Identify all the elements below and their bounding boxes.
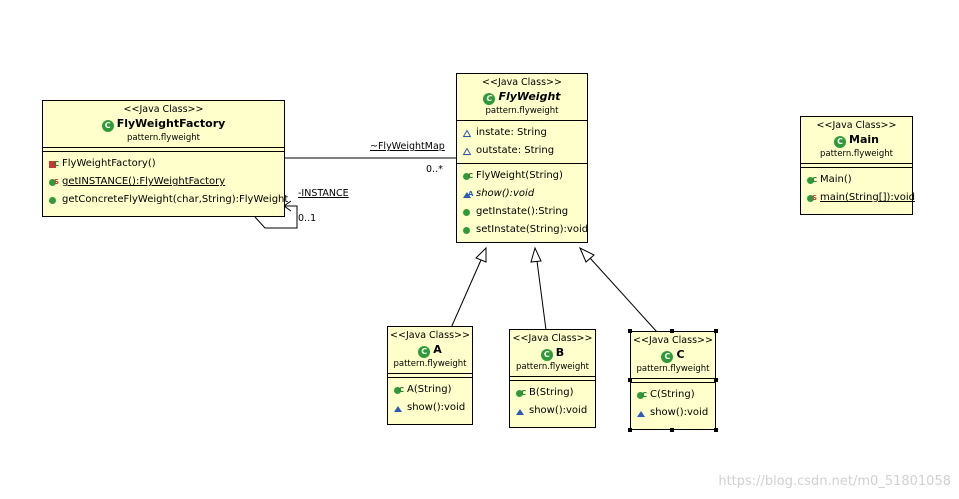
public-method-icon (462, 207, 472, 217)
method-row[interactable]: show():void (515, 402, 595, 420)
watermark-text: https://blog.csdn.net/m0_51801058 (718, 474, 951, 489)
package-name: pattern.flyweight (516, 362, 589, 372)
class-name: B (555, 346, 565, 359)
method-row[interactable]: getInstate():String (462, 203, 587, 221)
field-row[interactable]: instate: String (462, 124, 587, 142)
package-name: pattern.flyweight (393, 359, 467, 369)
class-icon: C (101, 120, 114, 132)
class-name: Main (849, 133, 879, 146)
method-row[interactable]: show():void (636, 404, 715, 422)
method-row[interactable]: setInstate(String):void (462, 221, 588, 239)
class-icon: C (834, 136, 846, 148)
private-constructor-icon: C (48, 159, 59, 169)
selection-handle[interactable] (628, 428, 632, 432)
public-method-icon (48, 195, 58, 205)
package-name: pattern.flyweight (636, 364, 710, 374)
selection-handle[interactable] (714, 428, 718, 432)
generalization-a-arrowhead (475, 246, 487, 263)
constructor-icon: C (806, 175, 817, 185)
public-static-method-icon: S (806, 193, 817, 203)
field-row[interactable]: outstate: String (462, 142, 587, 160)
method-row[interactable]: show():void (393, 399, 472, 417)
stereotype-label: <<Java Class>> (390, 330, 470, 341)
public-static-method-icon: S (48, 177, 59, 187)
selection-handle[interactable] (714, 378, 718, 382)
stereotype-label: <<Java Class>> (633, 335, 713, 346)
package-name: pattern.flyweight (485, 106, 559, 116)
generalization-c-arrowhead (579, 246, 595, 263)
selection-handle[interactable] (670, 428, 674, 432)
selection-handle[interactable] (628, 329, 632, 333)
class-name: A (433, 343, 442, 356)
protected-method-icon (636, 408, 646, 418)
instance-label: -INSTANCE (298, 188, 349, 199)
instance-self-association-line (254, 205, 298, 229)
instance-multiplicity: 0..1 (298, 213, 317, 224)
generalization-c-line (589, 257, 658, 333)
class-name: FlyWeightFactory (116, 117, 226, 130)
public-method-icon (462, 225, 472, 235)
class-icon: C (540, 349, 553, 361)
constructor-icon: C (636, 390, 647, 400)
package-name: pattern.flyweight (127, 133, 200, 143)
class-icon: C (661, 351, 674, 363)
constructor-icon: C (393, 385, 404, 395)
selection-handle[interactable] (628, 378, 632, 382)
generalization-a-line (450, 259, 482, 329)
stereotype-label: <<Java Class>> (512, 333, 593, 344)
selection-handle[interactable] (714, 329, 718, 333)
abstract-class-icon: C (483, 93, 496, 105)
stereotype-label: <<Java Class>> (482, 77, 562, 88)
class-name: FlyWeight (498, 90, 561, 103)
method-row[interactable]: getConcreteFlyWeight(char,String):FlyWei… (48, 191, 288, 209)
package-field-icon (462, 146, 472, 156)
flyweightmap-label: ~FlyWeightMap (370, 141, 445, 152)
selection-handle[interactable] (670, 329, 674, 333)
protected-method-icon (515, 406, 525, 416)
constructor-icon: C (462, 171, 473, 181)
stereotype-label: <<Java Class>> (123, 104, 204, 115)
class-icon: C (418, 346, 431, 358)
protected-method-icon (393, 403, 403, 413)
class-name: C (676, 348, 685, 361)
generalization-b-arrowhead (530, 246, 542, 263)
flyweightmap-multiplicity: 0..* (426, 164, 443, 175)
abstract-method-icon: A (462, 189, 473, 199)
package-name: pattern.flyweight (820, 149, 893, 159)
generalization-b-line (536, 260, 547, 331)
constructor-icon: C (515, 388, 526, 398)
stereotype-label: <<Java Class>> (816, 120, 897, 131)
package-field-icon (462, 128, 472, 138)
